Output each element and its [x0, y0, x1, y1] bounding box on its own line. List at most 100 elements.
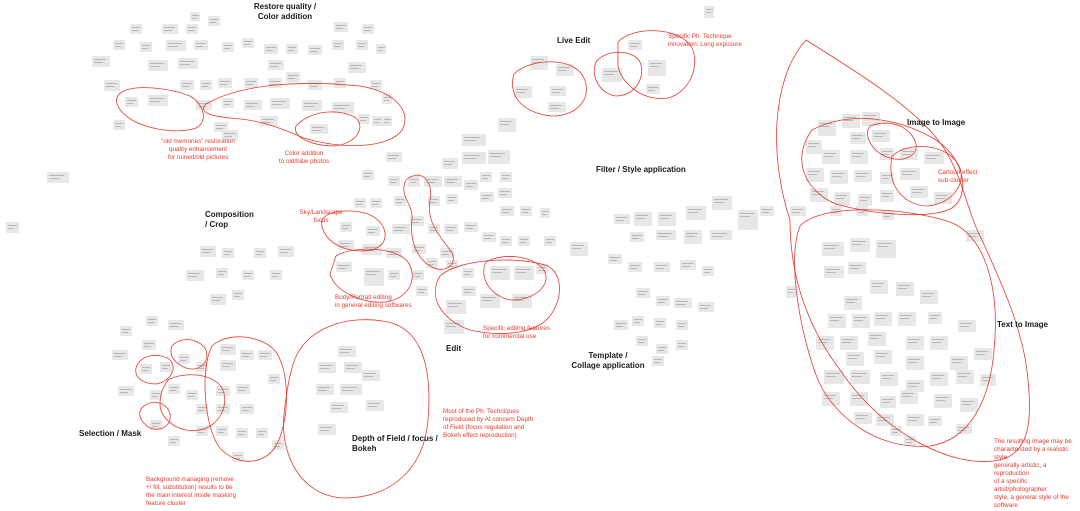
cluster-label-edit: Edit: [446, 344, 462, 353]
sticky-note: [656, 296, 670, 306]
annotation-background-managing: Background managing (remove +/ fill, sub…: [146, 476, 236, 507]
loop-edit-sky: [403, 174, 454, 270]
loop-text-to-image-inner: [794, 209, 996, 447]
cluster-label-text-to-image: Text to Image: [997, 320, 1048, 329]
sticky-note: [548, 102, 566, 112]
sticky-note: [498, 118, 516, 132]
sticky-note: [196, 100, 212, 110]
sticky-note: [150, 390, 162, 400]
sticky-note: [704, 6, 714, 18]
sticky-note: [806, 168, 824, 182]
sticky-note: [222, 248, 234, 258]
sticky-note: [236, 384, 250, 394]
sticky-note: [412, 270, 424, 280]
sticky-note: [372, 116, 382, 126]
sticky-note: [348, 62, 366, 73]
sticky-note: [140, 364, 152, 374]
cluster-label-live-edit: Live Edit: [557, 36, 591, 45]
sticky-note: [514, 266, 534, 280]
sticky-note: [500, 236, 512, 246]
sticky-note: [556, 64, 574, 76]
sticky-note: [318, 424, 336, 435]
sticky-note: [654, 262, 670, 272]
sticky-note: [852, 314, 870, 328]
sticky-note: [125, 97, 138, 107]
sticky-note: [868, 332, 886, 346]
sticky-note: [104, 80, 120, 91]
sticky-note: [354, 198, 366, 208]
sticky-note: [818, 120, 836, 136]
sticky-note: [160, 362, 172, 372]
sticky-note: [874, 350, 892, 364]
sticky-note: [500, 206, 514, 216]
sticky-note: [214, 122, 228, 132]
sticky-note: [92, 56, 110, 67]
sticky-note: [130, 24, 142, 34]
sticky-note: [260, 116, 278, 126]
sticky-note: [196, 404, 208, 414]
sticky-note: [264, 44, 278, 54]
sticky-note: [410, 216, 424, 226]
loop-text-to-image-outer: [776, 39, 1030, 462]
loop-commercial-inner: [483, 256, 547, 301]
sticky-note: [520, 206, 532, 216]
sticky-note: [854, 412, 872, 424]
sticky-note: [426, 258, 438, 268]
sticky-note: [676, 340, 688, 350]
cluster-label-selection-mask: Selection / Mask: [79, 429, 142, 438]
sticky-note: [118, 386, 134, 396]
loop-selection-c: [159, 374, 226, 432]
sticky-note: [242, 270, 254, 280]
sticky-note: [710, 230, 732, 240]
sticky-note: [760, 206, 774, 216]
loop-body-portrait: [329, 248, 413, 303]
sticky-note: [286, 44, 298, 54]
sticky-note: [850, 150, 868, 164]
sticky-note: [140, 42, 152, 52]
loop-background-managing: [204, 336, 287, 462]
sticky-note: [910, 186, 928, 198]
sticky-note: [518, 236, 530, 246]
sticky-note: [6, 222, 19, 233]
sticky-note: [656, 344, 668, 354]
sticky-note: [830, 170, 848, 184]
sticky-note: [366, 400, 384, 411]
sticky-note: [540, 208, 550, 218]
annotation-sky-landscape: Sky/Landscape focus: [299, 209, 343, 224]
sticky-note: [222, 42, 234, 52]
sticky-note: [334, 22, 348, 32]
sticky-note: [652, 356, 664, 366]
sticky-note: [200, 246, 216, 257]
annotation-color-addition: Color addition to old/b&w photos: [278, 150, 330, 165]
sticky-note: [446, 300, 466, 314]
sticky-note: [844, 296, 862, 310]
sticky-note: [956, 370, 974, 384]
sticky-note: [210, 294, 226, 305]
sticky-note: [490, 266, 510, 280]
loop-color-addition-inner: [295, 111, 361, 147]
sticky-note: [738, 210, 758, 230]
sticky-note: [900, 148, 918, 160]
sticky-note: [934, 192, 952, 204]
sticky-note: [850, 370, 870, 384]
sticky-note: [412, 244, 426, 254]
sticky-note: [974, 348, 992, 360]
annotation-cartoon-effect: Cartoon effect sub-cluster: [938, 169, 978, 184]
sticky-note: [462, 268, 474, 278]
loop-long-exposure: [617, 30, 696, 100]
sticky-note: [924, 152, 944, 164]
sticky-note: [628, 262, 642, 272]
sticky-note: [550, 86, 566, 96]
sticky-note: [850, 392, 868, 406]
sticky-note: [254, 248, 266, 258]
sticky-note: [332, 40, 344, 50]
sticky-note: [222, 98, 234, 108]
loop-live-edit-a: [512, 61, 587, 117]
sticky-note: [830, 206, 842, 216]
sticky-note: [488, 150, 510, 164]
sticky-note: [880, 396, 896, 408]
sticky-note: [216, 426, 228, 436]
annotation-ph-techniques: Most of the Ph. Techniques reproduced by…: [443, 408, 534, 439]
sticky-note: [222, 130, 238, 140]
